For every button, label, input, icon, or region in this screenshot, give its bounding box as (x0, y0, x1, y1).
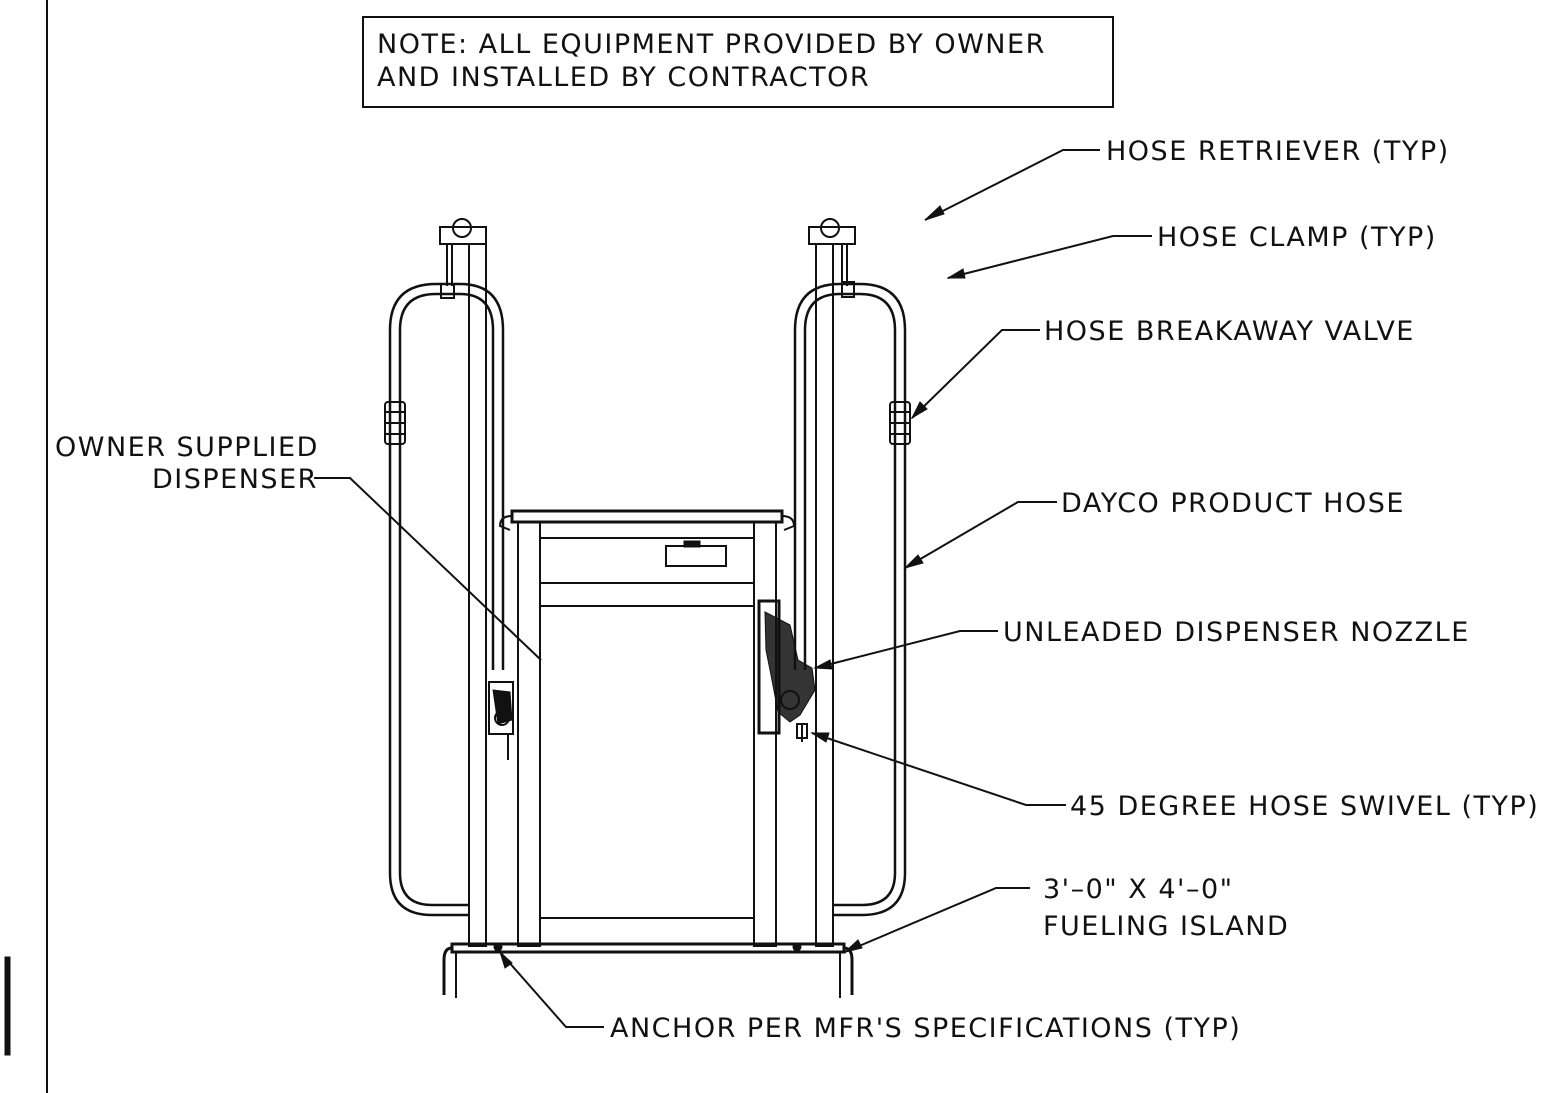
label-unleaded-nozzle: UNLEADED DISPENSER NOZZLE (1003, 617, 1470, 648)
right-hose-tower (757, 218, 911, 947)
left-hose-tower (384, 218, 514, 947)
label-owner-supplied-1: OWNER SUPPLIED (55, 432, 319, 463)
note-box: NOTE: ALL EQUIPMENT PROVIDED BY OWNER AN… (362, 16, 1114, 108)
left-breakaway-valve (384, 401, 406, 445)
label-hose-swivel: 45 DEGREE HOSE SWIVEL (TYP) (1070, 791, 1539, 822)
label-dayco-product-hose: DAYCO PRODUCT HOSE (1061, 488, 1405, 519)
fueling-island-base (442, 942, 854, 998)
note-line-2: AND INSTALLED BY CONTRACTOR (377, 62, 870, 93)
right-breakaway-valve (889, 401, 911, 445)
label-fueling-island-1: 3'–0" X 4'–0" (1043, 874, 1234, 905)
dispenser-cabinet (498, 509, 796, 947)
label-fueling-island-2: FUELING ISLAND (1043, 911, 1289, 942)
label-anchor: ANCHOR PER MFR'S SPECIFICATIONS (TYP) (610, 1013, 1241, 1044)
label-hose-retriever: HOSE RETRIEVER (TYP) (1106, 136, 1450, 167)
label-owner-supplied-2: DISPENSER (152, 464, 318, 495)
label-hose-clamp: HOSE CLAMP (TYP) (1157, 222, 1437, 253)
right-nozzle (757, 599, 816, 735)
note-line-1: NOTE: ALL EQUIPMENT PROVIDED BY OWNER (377, 29, 1046, 60)
left-nozzle (488, 681, 514, 735)
leader-lines (314, 149, 1152, 1028)
sheet-border-mark (4, 956, 11, 1056)
label-hose-breakaway-valve: HOSE BREAKAWAY VALVE (1044, 316, 1415, 347)
